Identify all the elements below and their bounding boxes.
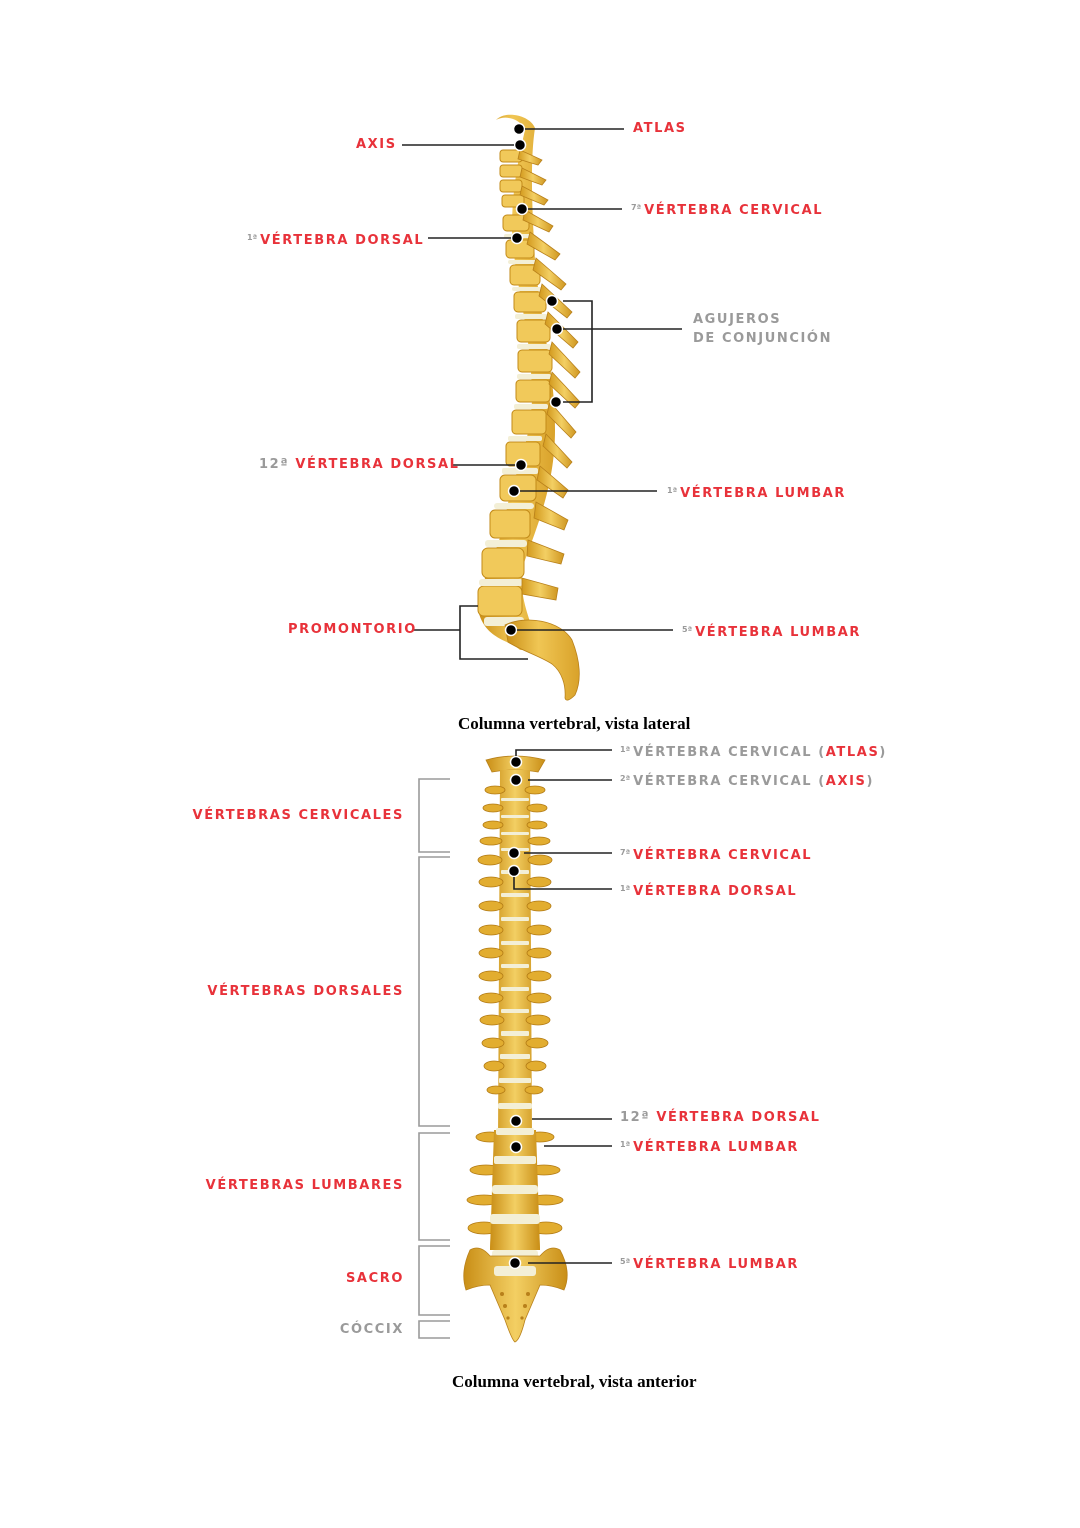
label-highlight: ATLAS	[825, 745, 880, 760]
label-text: VÉRTEBRA DORSAL	[295, 457, 460, 472]
label-prefix: VÉRTEBRA CERVICAL (	[633, 745, 826, 760]
label-suffix: )	[866, 774, 875, 789]
ordinal: 1ª	[247, 233, 258, 242]
vertebral-bodies	[477, 149, 553, 617]
caption-anterior: Columna vertebral, vista anterior	[452, 1372, 697, 1391]
label-text: VÉRTEBRA DORSAL	[656, 1110, 821, 1125]
label-d12-anterior: 12ª VÉRTEBRA DORSAL	[620, 1110, 821, 1126]
region-brackets	[418, 778, 450, 1339]
label-text: VÉRTEBRA LUMBAR	[680, 486, 846, 501]
region-sacro: SACRO	[345, 1271, 404, 1286]
label-text: VÉRTEBRA DORSAL	[260, 233, 425, 248]
label-text: VÉRTEBRA DORSAL	[633, 884, 798, 899]
ordinal: 12ª	[259, 457, 290, 472]
region-cervicales: VÉRTEBRAS CERVICALES	[192, 808, 404, 823]
spinous-processes	[517, 149, 581, 601]
ordinal: 5ª	[620, 1257, 631, 1266]
ordinal: 1ª	[667, 486, 678, 495]
label-prefix: VÉRTEBRA CERVICAL (	[633, 774, 826, 789]
sacrum-lateral	[504, 619, 580, 701]
marker-dots-anterior	[507, 755, 523, 1270]
ordinal: 1ª	[620, 884, 631, 893]
label-12th-dorsal: 12ª VÉRTEBRA DORSAL	[259, 457, 460, 473]
region-lumbares: VÉRTEBRAS LUMBARES	[205, 1178, 404, 1193]
lateral-spine-illustration	[402, 114, 682, 701]
ordinal: 7ª	[620, 848, 631, 857]
label-text: VÉRTEBRA LUMBAR	[633, 1257, 799, 1272]
label-text: VÉRTEBRA CERVICAL	[633, 848, 813, 863]
sacrum-anterior	[463, 1247, 568, 1343]
label-text: VÉRTEBRA LUMBAR	[633, 1140, 799, 1155]
leader-lines-anterior	[513, 749, 612, 1264]
label-agujeros-line2: DE CONJUNCIÓN	[693, 331, 833, 346]
label-promontorio: PROMONTORIO	[288, 622, 417, 637]
label-text: VÉRTEBRA LUMBAR	[695, 625, 861, 640]
region-coccix: CÓCCIX	[339, 1322, 404, 1337]
region-dorsales: VÉRTEBRAS DORSALES	[207, 984, 404, 999]
label-highlight: AXIS	[825, 774, 867, 789]
ordinal: 12ª	[620, 1110, 651, 1125]
caption-lateral: Columna vertebral, vista lateral	[458, 714, 691, 733]
leader-lines	[402, 128, 682, 660]
ordinal: 2ª	[620, 774, 631, 783]
label-axis: AXIS	[356, 137, 397, 152]
ordinal: 1ª	[620, 1140, 631, 1149]
ordinal: 1ª	[620, 745, 631, 754]
label-atlas: ATLAS	[633, 121, 687, 136]
ordinal: 7ª	[631, 203, 642, 212]
marker-dots	[504, 122, 564, 637]
label-text: VÉRTEBRA CERVICAL	[644, 203, 824, 218]
label-suffix: )	[879, 745, 887, 760]
label-agujeros-line1: AGUJEROS	[693, 312, 782, 327]
ordinal: 5ª	[682, 625, 693, 634]
